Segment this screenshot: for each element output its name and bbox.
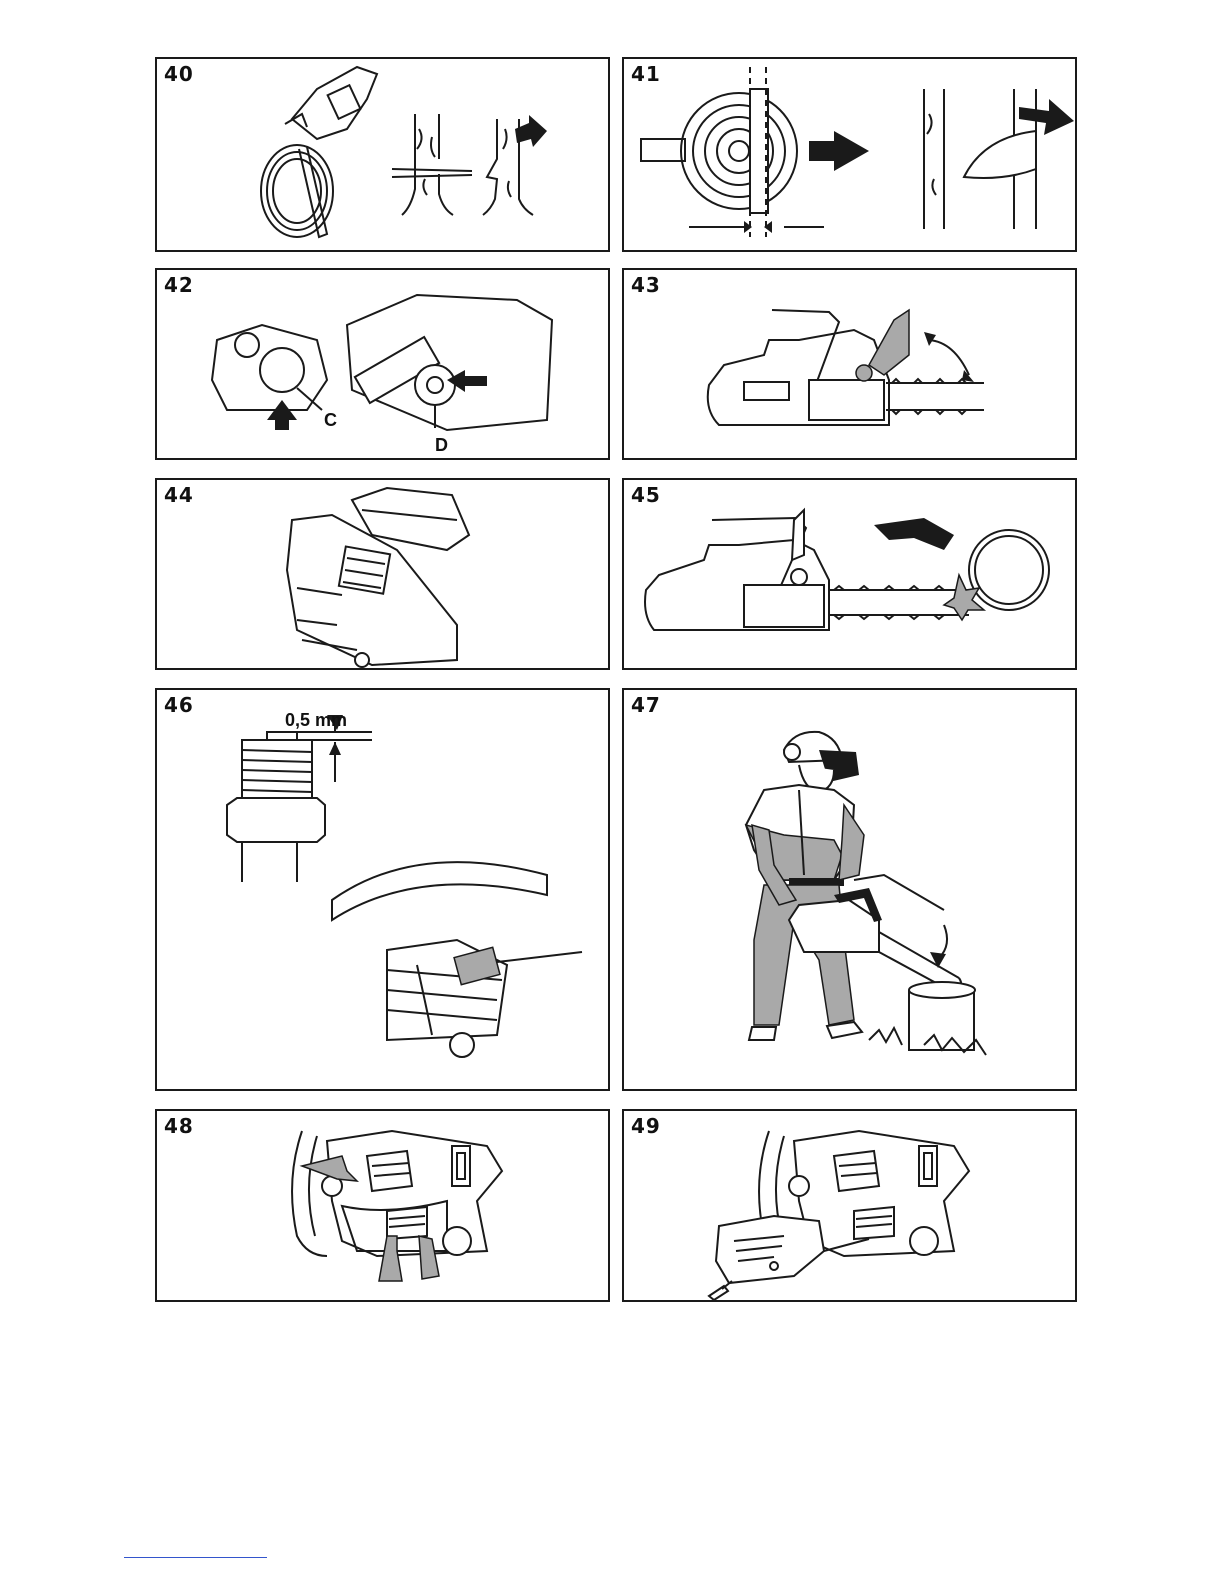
- illustration-log-rings-and-felling: [624, 59, 1075, 250]
- figure-panel-49: 49: [622, 1109, 1077, 1302]
- figure-panel-48: 48: [155, 1109, 610, 1302]
- figure-panel-42: 42 C D: [155, 268, 610, 460]
- illustration-engine-top-cover: [157, 480, 608, 668]
- label-d: D: [435, 435, 448, 456]
- illustration-chain-brake-lever: [624, 270, 1075, 458]
- illustration-spark-plug-gap: [157, 690, 608, 1089]
- gap-measurement-label: 0,5 mm: [285, 710, 347, 731]
- illustration-air-intake-cleaning: [157, 1111, 608, 1300]
- illustration-cylinder-cover-removal: [624, 1111, 1075, 1300]
- illustration-operator-with-chainsaw: [624, 690, 1075, 1089]
- footer-rule: [124, 1557, 267, 1558]
- figure-panel-43: 43: [622, 268, 1077, 460]
- figure-panel-45: 45: [622, 478, 1077, 670]
- figure-panel-41: 41: [622, 57, 1077, 252]
- illustration-chain-coil-and-tree: [157, 59, 608, 250]
- figure-panel-44: 44: [155, 478, 610, 670]
- illustration-air-filter-cover: [157, 270, 608, 458]
- label-c: C: [324, 410, 337, 431]
- figure-panel-47: 47: [622, 688, 1077, 1091]
- figure-panel-40: 40: [155, 57, 610, 252]
- figure-panel-46: 46 0,5 mm: [155, 688, 610, 1091]
- illustration-kickback-contact: [624, 480, 1075, 668]
